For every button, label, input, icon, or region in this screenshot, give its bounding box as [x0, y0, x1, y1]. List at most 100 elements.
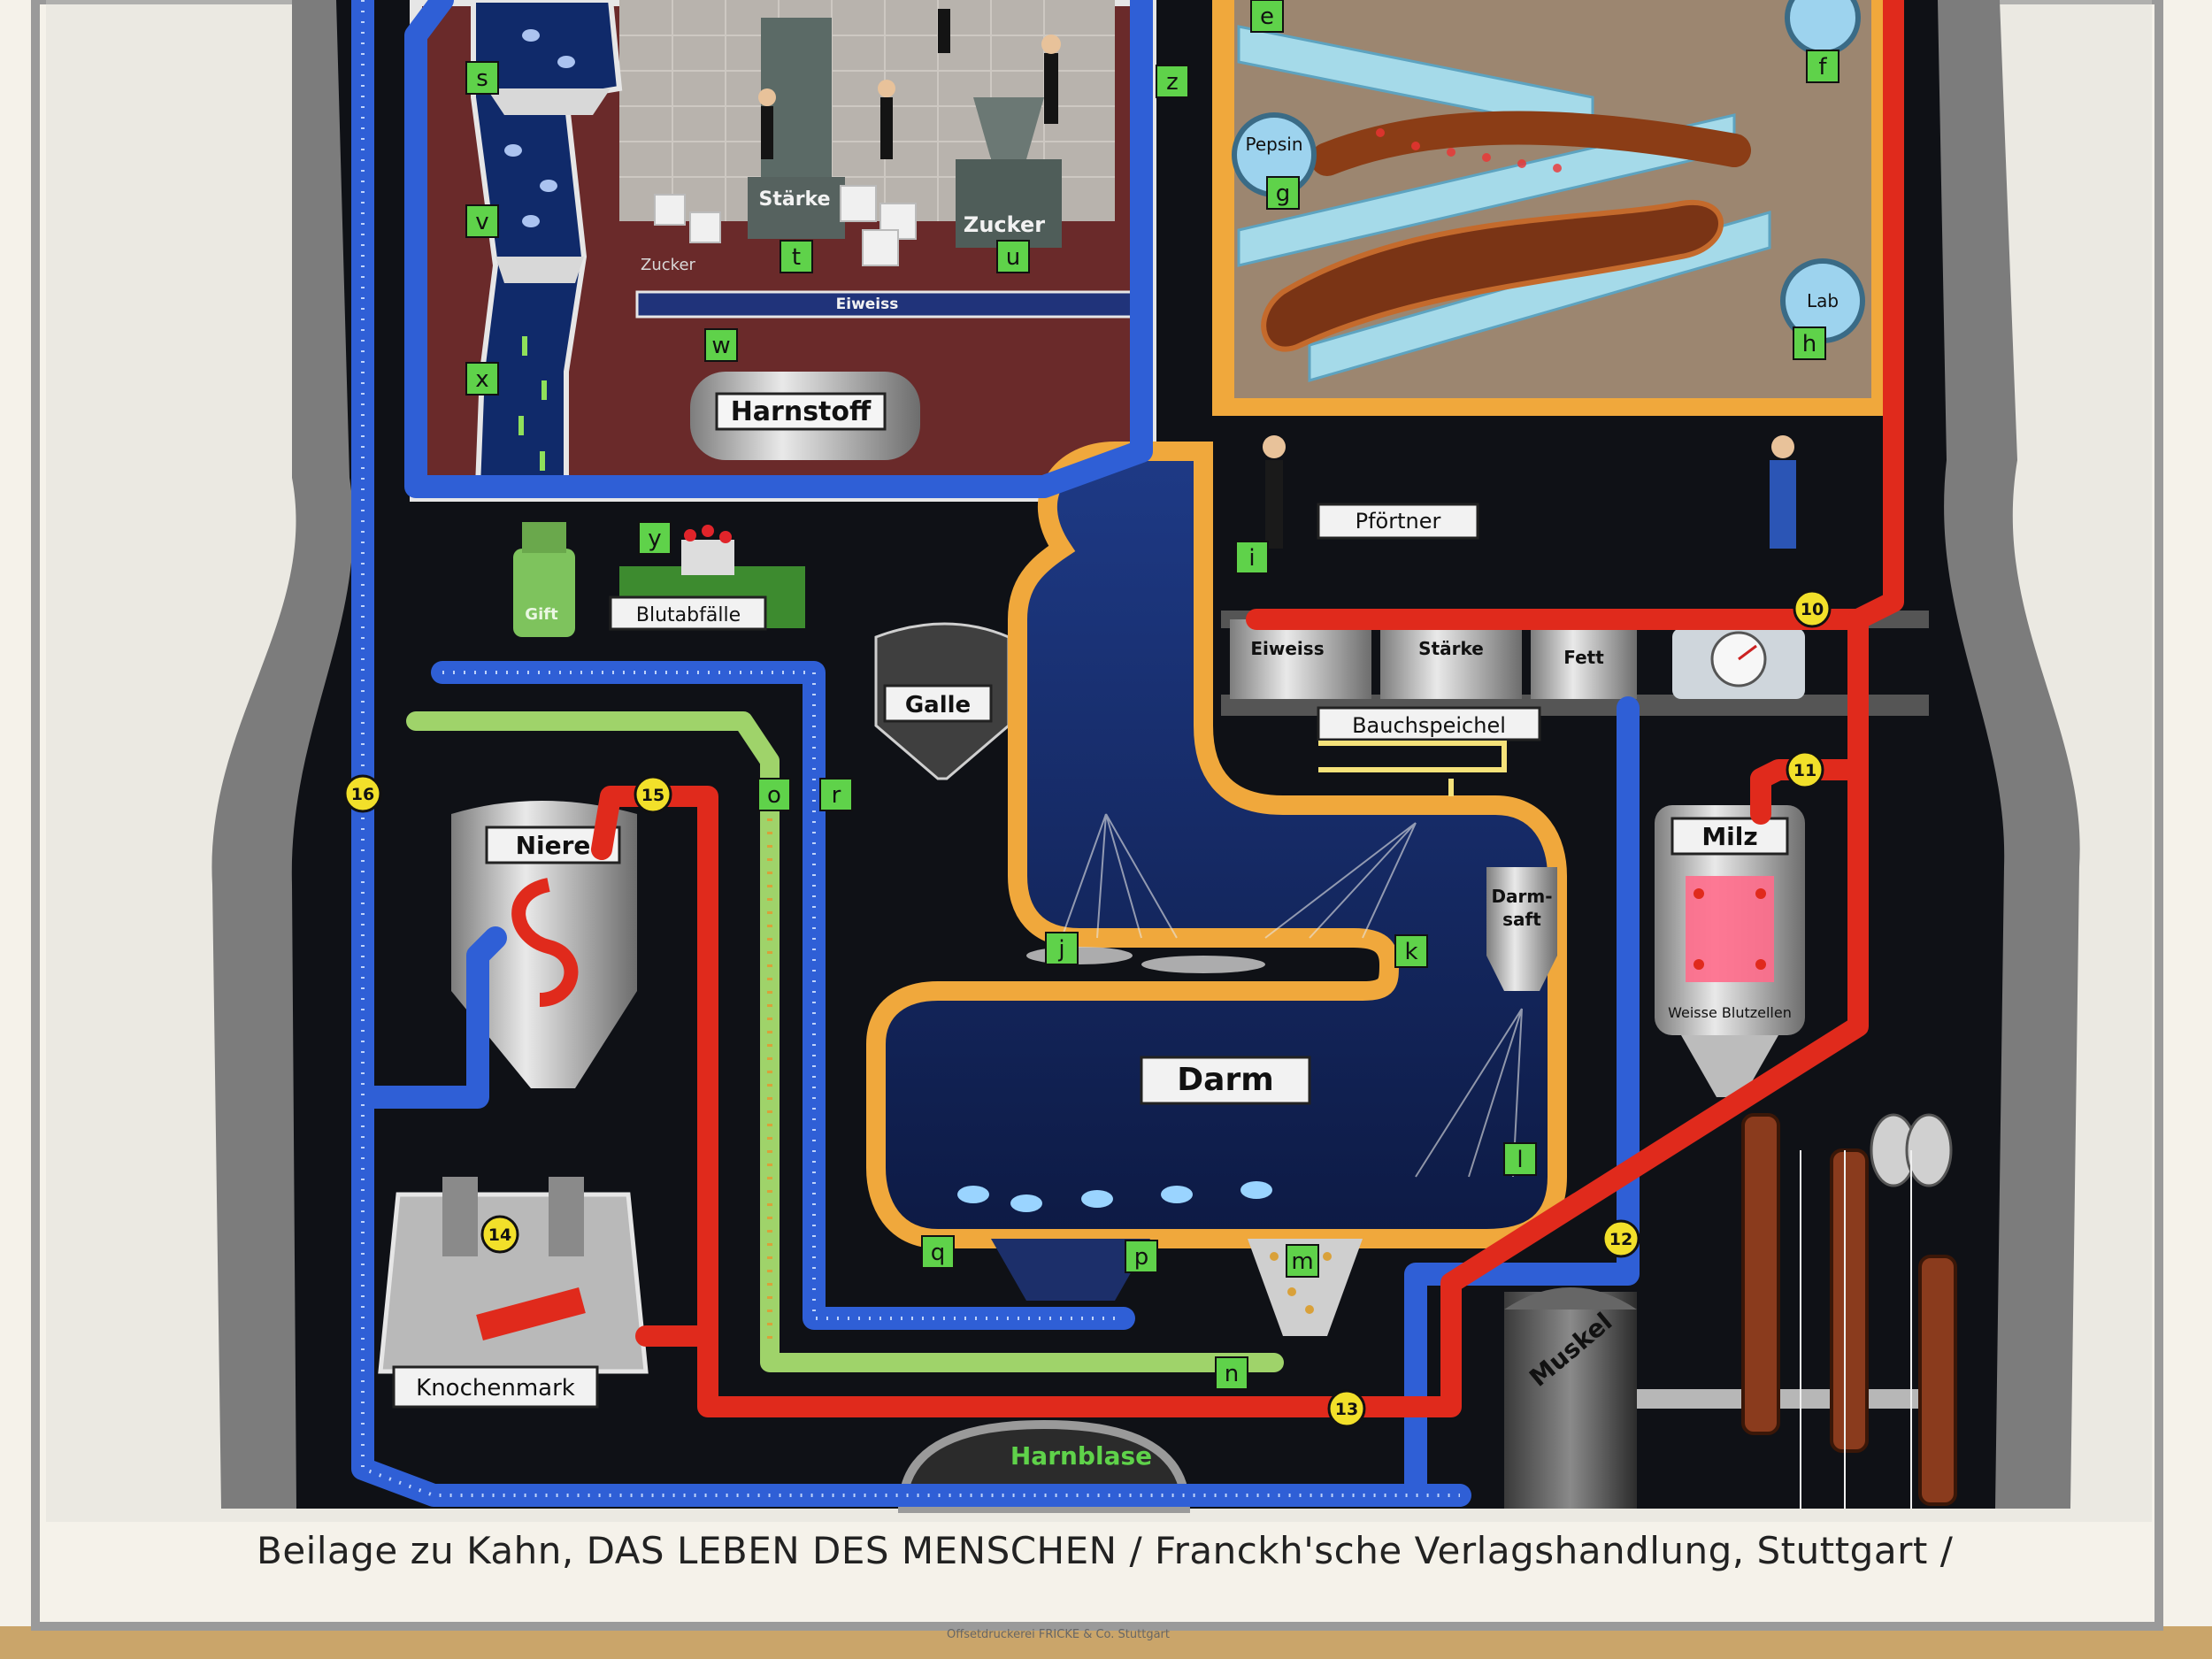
label-lab: Lab: [1807, 290, 1839, 311]
letter-badge-text: p: [1134, 1244, 1149, 1271]
belt-1: [1741, 1113, 1780, 1435]
grey-border: [31, 0, 2163, 1631]
blue-pipes: [351, 0, 1640, 1507]
letter-badge-text: r: [832, 782, 841, 809]
top-right-tank: [1785, 0, 1861, 56]
letter-badge-text: n: [1225, 1361, 1239, 1387]
printer-credit: Offsetdruckerei FRICKE & Co. Stuttgart: [947, 1628, 1170, 1641]
letter-badge-i: i: [1235, 541, 1269, 574]
letter-badge-text: q: [931, 1240, 946, 1266]
darmsaft-bottle: [1486, 867, 1557, 991]
label-blutabfaelle: Blutabfälle: [636, 604, 741, 626]
letter-badge-q: q: [921, 1235, 955, 1269]
label-darmsaft-1: Darm-: [1491, 886, 1552, 907]
label-niere: Niere: [516, 831, 591, 860]
number-badge-14: 14: [480, 1215, 519, 1254]
green-pipes: [406, 711, 1284, 1372]
letter-badge-w: w: [704, 328, 738, 362]
muskel-machine: [1504, 1292, 1637, 1509]
number-badge-13: 13: [1327, 1389, 1366, 1428]
number-badge-15: 15: [634, 775, 672, 814]
letter-badge-text: x: [475, 366, 488, 393]
sugar-press: [956, 159, 1062, 248]
letter-badge-o: o: [757, 778, 791, 811]
letter-badge-e: e: [1250, 0, 1284, 33]
bauchspeichel-sign: [1317, 706, 1541, 741]
letter-badge-text: i: [1248, 545, 1255, 572]
belt-3: [1918, 1255, 1957, 1506]
letter-badge-text: w: [711, 333, 730, 359]
letter-badge-text: o: [767, 782, 781, 809]
letter-badge-text: s: [476, 65, 488, 92]
number-badge-text: 12: [1609, 1230, 1632, 1249]
label-knochenmark: Knochenmark: [416, 1375, 575, 1402]
label-milz: Milz: [1701, 822, 1757, 851]
letter-badge-p: p: [1125, 1240, 1158, 1273]
wooden-frame: [0, 1626, 2212, 1659]
letter-badge-y: y: [638, 521, 672, 555]
label-bauchspeichel: Bauchspeichel: [1352, 713, 1506, 738]
label-tank-staerke: Stärke: [1418, 638, 1484, 659]
tank-eiweiss: [1230, 619, 1371, 699]
pfoertner-sign: [1317, 503, 1479, 540]
drive-shaft: [1637, 1389, 1955, 1409]
letter-badge-t: t: [780, 240, 813, 273]
label-gift: Gift: [525, 605, 558, 624]
tank-staerke: [1380, 619, 1522, 699]
label-zucker-top: Zucker: [964, 212, 1045, 237]
letter-badge-text: l: [1517, 1147, 1523, 1173]
number-badge-text: 11: [1793, 761, 1816, 780]
number-badge-text: 13: [1335, 1400, 1358, 1419]
number-badge-10: 10: [1793, 589, 1832, 628]
number-badge-text: 10: [1801, 600, 1824, 619]
letter-badge-text: v: [475, 209, 488, 235]
label-staerke-top: Stärke: [758, 188, 830, 211]
label-weisse-blutzellen: Weisse Blutzellen: [1668, 1004, 1792, 1021]
letter-badge-text: e: [1260, 4, 1274, 30]
letter-badge-text: u: [1006, 244, 1020, 271]
number-badges: 10 11 12 13 14 15 16: [343, 589, 1832, 1428]
number-badge-text: 15: [641, 786, 664, 805]
letter-badge-text: k: [1404, 939, 1417, 965]
letter-badge-text: z: [1166, 69, 1179, 96]
number-badge-11: 11: [1786, 750, 1824, 789]
stomach-contents: [1261, 199, 1724, 352]
letter-badge-text: m: [1291, 1248, 1313, 1275]
letter-badge-z: z: [1156, 65, 1189, 98]
caption-prefix: Beilage zu Kahn,: [257, 1529, 574, 1572]
letter-badge-text: g: [1276, 180, 1291, 207]
number-badge-12: 12: [1601, 1219, 1640, 1258]
kidney-coil: [511, 878, 579, 1007]
poster-caption: Beilage zu Kahn, DAS LEBEN DES MENSCHEN …: [257, 1529, 1954, 1572]
letter-badge-text: f: [1818, 54, 1827, 81]
yellow-pipe: [1318, 741, 1507, 772]
label-darmsaft-2: saft: [1502, 909, 1541, 930]
gift-bottle: [513, 549, 575, 637]
letter-badge-k: k: [1394, 934, 1428, 968]
letter-badge-j: j: [1045, 932, 1079, 965]
funnel-q-p: [991, 1239, 1150, 1301]
letter-badge-m: m: [1286, 1244, 1319, 1278]
letter-badge-r: r: [819, 778, 853, 811]
letter-badge-x: x: [465, 362, 499, 396]
letter-badge-text: t: [792, 244, 801, 271]
label-pepsin: Pepsin: [1246, 134, 1303, 155]
letter-badges: s v x w t u z y e f g h i j k l m n o r q p: [465, 0, 1839, 1390]
belt-2: [1830, 1148, 1869, 1453]
label-darm: Darm: [1177, 1062, 1273, 1098]
label-harnstoff: Harnstoff: [731, 396, 872, 427]
number-badge-16: 16: [343, 774, 382, 813]
caption-publisher: Franckh'sche Verlagshandlung, Stuttgart: [1154, 1529, 1928, 1572]
label-eiweiss-belt: Eiweiss: [836, 296, 899, 313]
number-badge-text: 14: [488, 1225, 511, 1245]
letter-badge-s: s: [465, 61, 499, 95]
letter-badge-h: h: [1793, 326, 1826, 360]
letter-badge-text: h: [1802, 331, 1816, 357]
label-pfoertner: Pförtner: [1356, 509, 1441, 534]
label-tank-eiweiss: Eiweiss: [1250, 638, 1324, 659]
darm-sign: [1140, 1056, 1311, 1105]
letter-badge-f: f: [1806, 50, 1839, 83]
funnel-m: [1248, 1239, 1363, 1336]
number-badge-text: 16: [351, 785, 374, 804]
